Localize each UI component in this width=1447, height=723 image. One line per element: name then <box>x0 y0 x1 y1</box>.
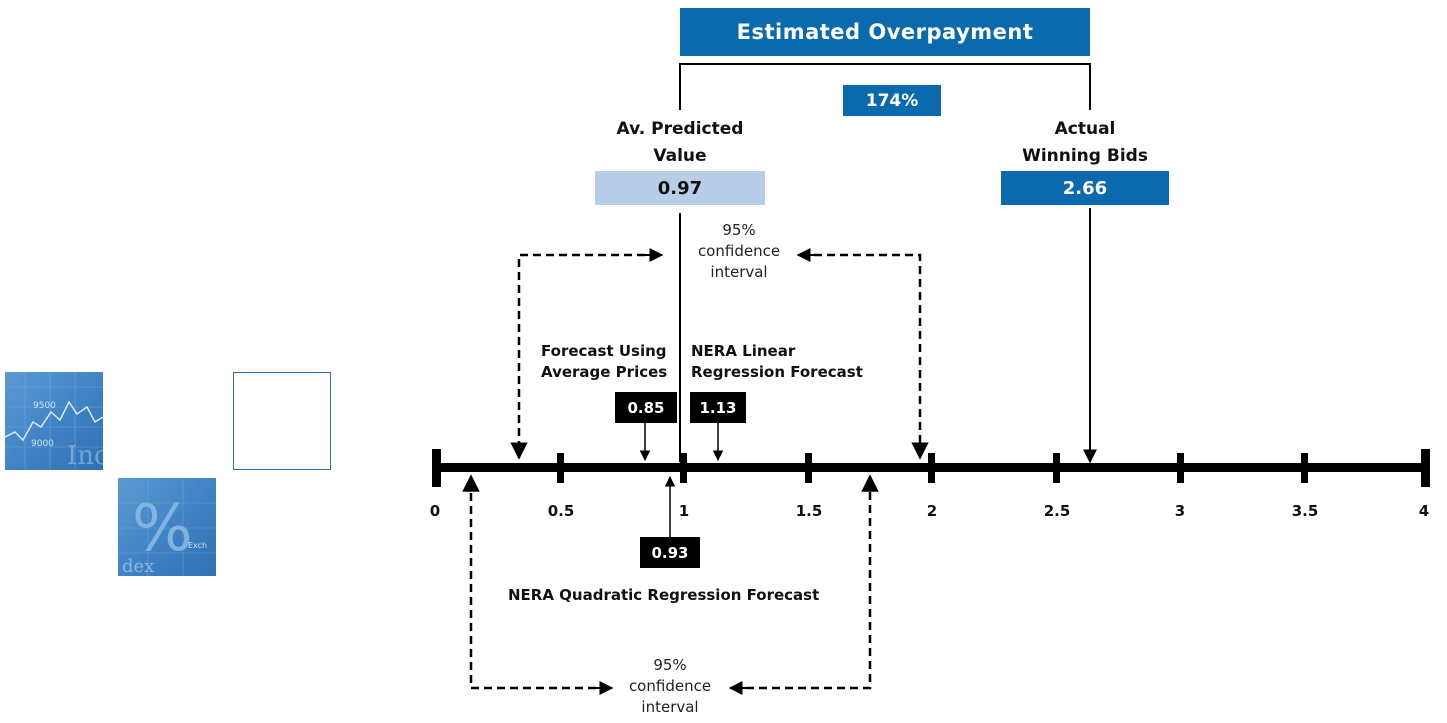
tick-label: 3 <box>1174 502 1186 520</box>
decorative-percent-tile: % dex Exch <box>118 478 216 576</box>
axis-tick <box>1053 453 1060 483</box>
tick-label: 0.5 <box>547 502 575 520</box>
actual-bids-box: 2.66 <box>1001 171 1169 205</box>
svg-text:Exch: Exch <box>188 541 207 550</box>
overpayment-bracket <box>679 63 1091 110</box>
predicted-value-box: 0.97 <box>595 171 765 205</box>
tick-label: 2 <box>926 502 938 520</box>
decorative-stock-chart-tile: 9500 9000 Inc <box>5 372 103 470</box>
quadratic-forecast-label: NERA Quadratic Regression Forecast <box>508 586 820 604</box>
svg-text:Inc: Inc <box>67 441 103 470</box>
tick-label: 1 <box>678 502 690 520</box>
number-line <box>432 449 1430 487</box>
axis-tick <box>928 453 935 483</box>
avg-price-forecast-value: 0.85 <box>615 392 677 423</box>
linear-forecast-value: 1.13 <box>690 392 746 423</box>
lower-confidence-label: 95% confidence interval <box>628 656 712 716</box>
tick-label: 0 <box>429 502 441 520</box>
tick-label: 1.5 <box>795 502 823 520</box>
quadratic-forecast-value: 0.93 <box>640 537 700 568</box>
svg-text:9000: 9000 <box>31 439 54 449</box>
overpayment-percent-badge: 174% <box>843 85 941 116</box>
tick-label: 2.5 <box>1043 502 1071 520</box>
axis-tick <box>680 453 687 483</box>
actual-bids-label: Actual Winning Bids <box>1022 119 1148 166</box>
axis-tick <box>557 453 564 483</box>
axis-tick-end-left <box>432 449 441 487</box>
linear-forecast-label: NERA Linear Regression Forecast <box>691 342 863 381</box>
upper-confidence-interval <box>510 253 929 460</box>
svg-text:9500: 9500 <box>33 401 56 411</box>
svg-text:%: % <box>132 492 193 566</box>
decorative-empty-tile <box>233 372 331 470</box>
predicted-value-label: Av. Predicted Value <box>616 119 744 166</box>
axis-tick <box>1301 453 1308 483</box>
tick-label: 4 <box>1418 502 1430 520</box>
axis-tick <box>1177 453 1184 483</box>
axis-tick <box>805 453 812 483</box>
axis-tick-end-right <box>1421 449 1430 487</box>
lower-confidence-interval <box>462 474 879 690</box>
estimated-overpayment-title: Estimated Overpayment <box>680 8 1090 56</box>
upper-confidence-label: 95% confidence interval <box>697 221 781 281</box>
svg-text:dex: dex <box>122 556 154 576</box>
tick-label: 3.5 <box>1291 502 1319 520</box>
avg-price-forecast-label: Forecast Using Average Prices <box>541 342 668 381</box>
